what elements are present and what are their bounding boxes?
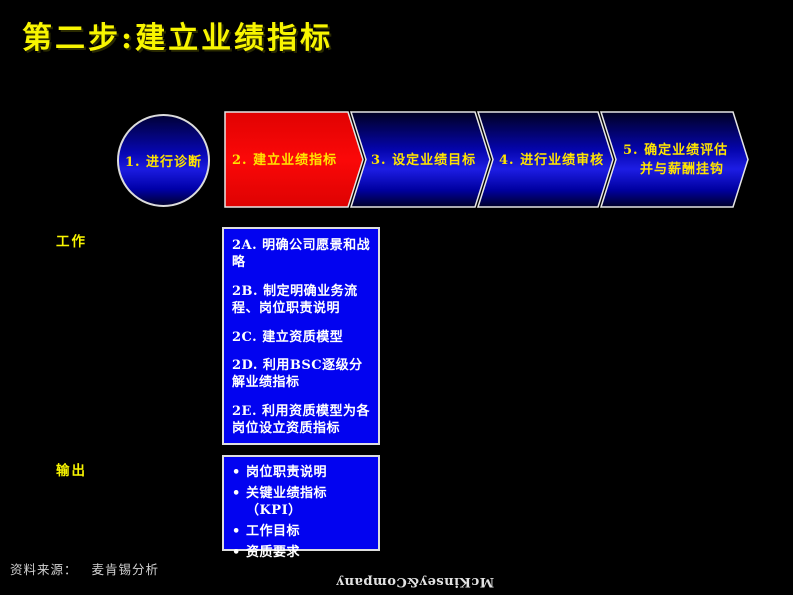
flow-arrows <box>224 111 749 208</box>
output-item: 工作目标 <box>232 524 374 541</box>
flow-step-2-arrow <box>224 111 364 208</box>
bullet-icon <box>232 486 246 520</box>
output-item-text: 关键业绩指标（KPI） <box>246 485 328 518</box>
output-item-text: 资质要求 <box>246 544 301 560</box>
work-item: 2C. 建立资质模型 <box>232 329 344 345</box>
flow-step-2-text: 2. 建立业绩指标 <box>232 152 338 168</box>
flow-step-5-text-line1: 5. 确定业绩评估 <box>623 143 729 159</box>
work-section-label: 工作 <box>56 234 87 250</box>
bullet-icon <box>232 524 246 541</box>
source-note: 资料来源： 麦肯锡分析 <box>10 559 159 578</box>
work-item: 2D. 利用BSC逐级分解业绩指标 <box>232 358 363 391</box>
output-box: 岗位职责说明 关键业绩指标（KPI） 工作目标 资质要求 <box>222 455 380 560</box>
output-item: 岗位职责说明 <box>232 465 374 482</box>
flow-step-2-label: 2. 建立业绩指标 <box>232 105 357 217</box>
output-item: 关键业绩指标（KPI） <box>232 486 374 520</box>
work-item: 2B. 制定明确业务流程、岗位职责说明 <box>232 283 358 316</box>
bullet-icon <box>232 465 246 482</box>
bullet-icon <box>232 545 246 562</box>
flow-step-4-text: 4. 进行业绩审核 <box>499 152 605 168</box>
flow-step-5-text-line2: 并与薪酬挂钩 <box>640 162 725 177</box>
flow-step-5-arrow <box>599 111 749 208</box>
flow-step-3-text: 3. 设定业绩目标 <box>371 152 477 168</box>
slide-title: 第二步:建立业绩指标 <box>22 21 334 56</box>
flow-step-3-arrow <box>349 111 491 208</box>
output-item-text: 岗位职责说明 <box>246 465 328 480</box>
source-label: 资料来源： <box>10 562 78 577</box>
work-box: 2A. 明确公司愿景和战略 2B. 制定明确业务流程、岗位职责说明 2C. 建立… <box>222 227 380 445</box>
flow-step-4-label: 4. 进行业绩审核 <box>499 105 614 217</box>
flow-step-5-label: 5. 确定业绩评估 并与薪酬挂钩 <box>623 105 748 217</box>
output-item: 资质要求 <box>232 545 374 562</box>
flow-step-1-label: 1. 进行诊断 <box>124 155 203 170</box>
work-item: 2E. 利用资质模型为各岗位设立资质指标 <box>232 404 371 437</box>
flow-step-3-label: 3. 设定业绩目标 <box>371 105 489 217</box>
flow-step-1-circle: 1. 进行诊断 <box>117 114 210 207</box>
source-value: 麦肯锡分析 <box>91 562 160 577</box>
output-section-label: 输出 <box>56 463 87 479</box>
mckinsey-watermark: McKinsey&Company <box>336 574 495 589</box>
flow-step-4-arrow <box>476 111 614 208</box>
output-item-text: 工作目标 <box>246 523 301 539</box>
work-item: 2A. 明确公司愿景和战略 <box>232 238 371 270</box>
